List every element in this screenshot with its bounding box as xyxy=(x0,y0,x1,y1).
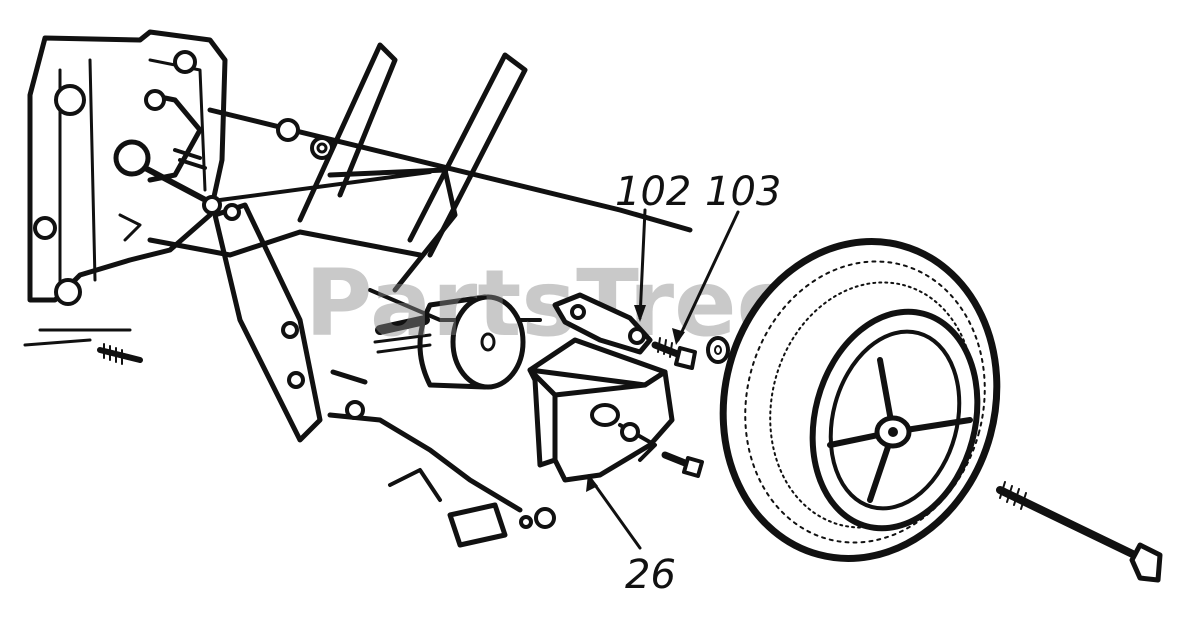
arrow-head-26 xyxy=(586,474,598,492)
callout-label-102: 102 xyxy=(615,169,691,215)
callout-102: 102 xyxy=(615,169,691,322)
wheel-bracket-26 xyxy=(527,292,750,483)
callout-label-26: 26 xyxy=(625,552,676,598)
leader-line-102 xyxy=(638,208,647,320)
callout-26: 26 xyxy=(586,474,676,598)
callout-label-103: 103 xyxy=(705,169,781,215)
wheel xyxy=(719,238,1163,583)
leader-line-26 xyxy=(588,476,642,550)
arrow-head-102 xyxy=(634,305,646,322)
callout-103: 103 xyxy=(672,169,781,345)
tiller-frame xyxy=(23,29,693,548)
arrow-head-103 xyxy=(672,328,685,345)
leader-line-103 xyxy=(676,210,740,342)
